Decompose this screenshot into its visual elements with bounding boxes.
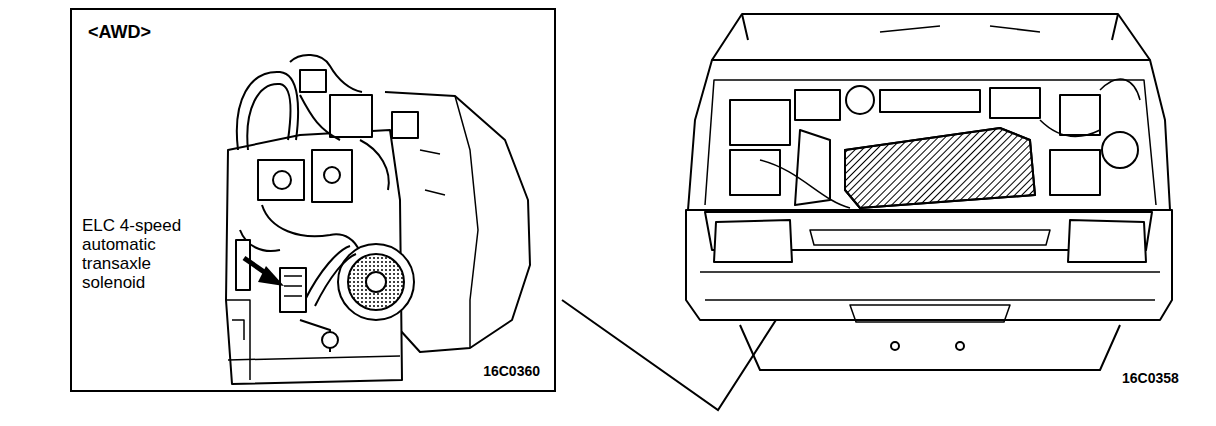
- car-drawing: [686, 14, 1172, 370]
- variant-heading: <AWD>: [88, 22, 151, 42]
- figure-frame: <AWD> ELC 4-speed automatic transaxle sol…: [70, 8, 556, 392]
- transaxle-drawing: [226, 55, 530, 384]
- figure-number: 16C0360: [483, 364, 540, 380]
- figure-number: 16C0358: [1122, 371, 1179, 386]
- pointer-arrow: [244, 258, 284, 286]
- part-label: ELC 4-speed automatic transaxle solenoid: [82, 216, 194, 292]
